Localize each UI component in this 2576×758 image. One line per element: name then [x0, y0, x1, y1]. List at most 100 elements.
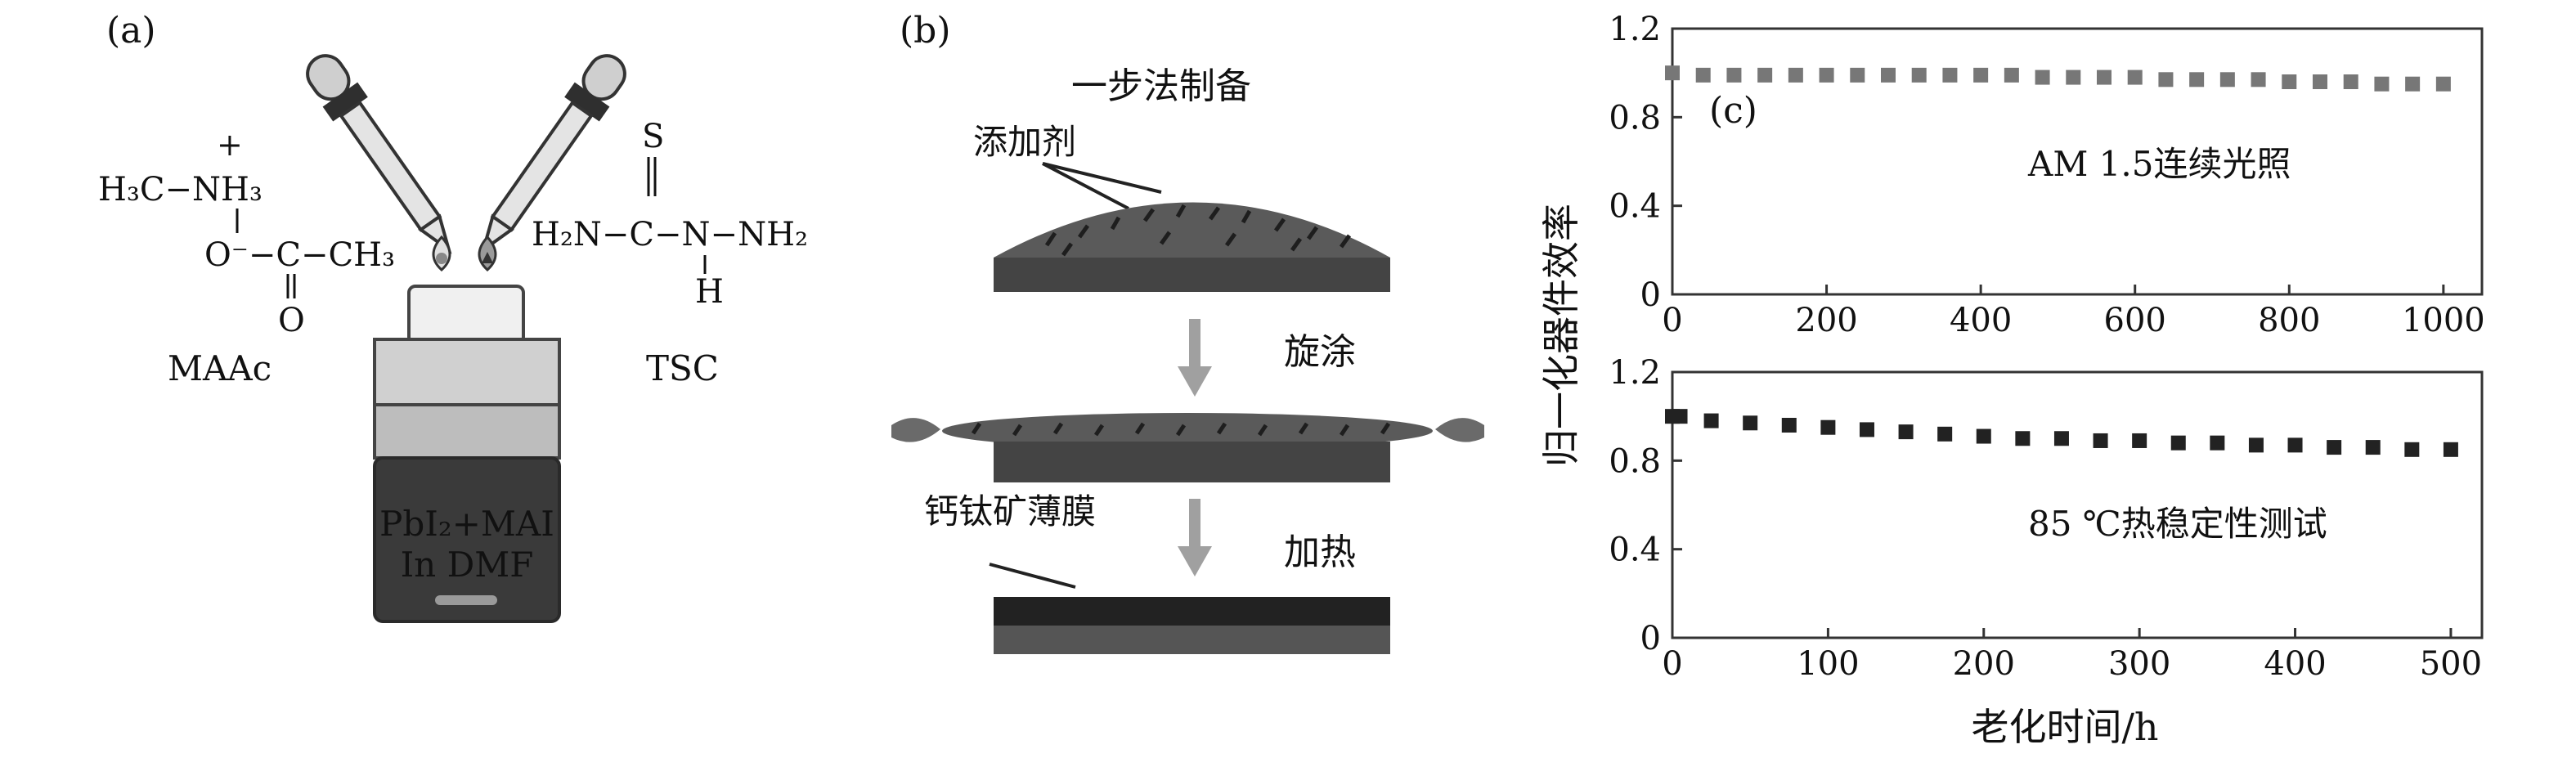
data-point: [2287, 437, 2303, 453]
panel-a-label: (a): [106, 10, 156, 52]
maac-plus: +: [217, 127, 243, 163]
data-point: [1819, 67, 1834, 83]
data-point: [1781, 418, 1797, 433]
y-tick-label: 0: [1640, 276, 1661, 314]
maac-line3: O: [278, 302, 305, 339]
data-point: [2097, 70, 2112, 85]
data-point: [2313, 74, 2327, 89]
data-point: [1859, 422, 1874, 437]
data-point: [2251, 72, 2266, 87]
data-point: [1820, 419, 1836, 435]
data-point: [2343, 74, 2358, 89]
bottle-solution-line1: PbI₂+MAI: [379, 504, 554, 544]
maac-structure: + H₃C−NH₃ O⁻−C−CH₃ O MAAc: [98, 127, 395, 388]
data-point: [2170, 435, 2186, 451]
dropper-left-icon: [306, 54, 452, 254]
tsc-h: H: [695, 273, 724, 311]
x-tick-label: 200: [1795, 302, 1857, 339]
plot-frame-top: [1671, 27, 2484, 296]
data-point: [2210, 435, 2225, 451]
tsc-line: H₂N−C−N−NH₂: [532, 216, 808, 253]
maac-line2: O⁻−C−CH₃: [204, 236, 395, 274]
step-spin-coating: 旋涂: [1284, 331, 1356, 373]
panel-c-label: (c): [1709, 90, 1757, 132]
x-tick-label: 100: [1797, 645, 1859, 683]
x-axis-label: 老化时间/h: [1971, 705, 2158, 749]
data-point: [2053, 431, 2069, 446]
data-point: [2282, 74, 2297, 89]
data-point: [2004, 67, 2019, 83]
panel-b-title: 一步法制备: [1071, 65, 1251, 107]
data-point: [2127, 70, 2143, 85]
panel-c: (c) 归一化器件效率 老化时间/h AM 1.5连续光照 0 200 400 600…: [1539, 11, 2485, 749]
bottle-solution-line2: In DMF: [401, 545, 534, 585]
data-point: [2443, 442, 2458, 457]
data-point: [1973, 67, 1989, 83]
x-tick-label: 200: [1953, 645, 2015, 683]
data-point: [2093, 433, 2108, 448]
data-point: [1911, 67, 1927, 83]
x-tick-label: 400: [2264, 645, 2326, 683]
plot-frame-bottom: [1671, 370, 2484, 639]
reagent-bottle: PbI₂+MAI In DMF: [373, 285, 561, 623]
maac-name: MAAc: [168, 348, 272, 388]
perovskite-film-label: 钙钛矿薄膜: [924, 491, 1096, 531]
x-tick-label: 500: [2420, 645, 2482, 683]
x-tick-label: 1000: [2402, 302, 2485, 339]
data-point: [2132, 433, 2147, 448]
arrow-down-icon: [1178, 499, 1212, 576]
y-tick-label: 0.8: [1609, 442, 1661, 480]
data-point: [2374, 76, 2390, 92]
data-point: [1665, 65, 1680, 81]
data-point: [1703, 413, 1719, 428]
tsc-s: S: [642, 118, 664, 155]
data-point: [2035, 70, 2050, 85]
y-tick-label: 1.2: [1609, 11, 1661, 48]
data-point: [2404, 442, 2420, 457]
data-point: [2435, 76, 2451, 92]
annotation-top: AM 1.5连续光照: [2027, 144, 2291, 184]
data-point: [2365, 440, 2381, 455]
data-point: [2189, 72, 2205, 87]
arrow-down-icon: [1178, 319, 1212, 397]
data-point: [1937, 426, 1953, 442]
data-point: [1672, 409, 1688, 424]
data-point: [1942, 67, 1958, 83]
x-tick-label: 600: [2104, 302, 2166, 339]
perovskite-film-final: [994, 597, 1390, 654]
annotation-bottom: 85 ℃热稳定性测试: [2028, 504, 2327, 544]
y-tick-label: 0.8: [1609, 99, 1661, 137]
y-tick-label: 1.2: [1609, 354, 1661, 392]
precursor-film-dome: [994, 202, 1390, 292]
data-point: [1757, 67, 1773, 83]
additive-label: 添加剂: [973, 122, 1076, 162]
data-point: [1898, 424, 1914, 440]
x-tick-label: 300: [2108, 645, 2170, 683]
panel-b: (b) 一步法制备 添加剂 旋涂: [891, 10, 1484, 654]
x-tick-label: 400: [1950, 302, 2012, 339]
data-point: [1695, 67, 1711, 83]
data-point: [2015, 431, 2031, 446]
data-point: [2219, 72, 2235, 87]
tsc-structure: S H₂N−C−N−NH₂ H TSC: [532, 118, 808, 388]
y-tick-label: 0.4: [1609, 188, 1661, 226]
step-heating: 加热: [1284, 531, 1356, 573]
data-point: [2158, 72, 2174, 87]
maac-line1: H₃C−NH₃: [98, 171, 263, 209]
y-tick-label: 0: [1640, 620, 1661, 657]
tsc-name: TSC: [646, 348, 719, 388]
x-tick-label: 0: [1662, 645, 1682, 683]
drop-left-icon: [432, 235, 451, 272]
data-point: [2327, 440, 2342, 455]
data-point: [1881, 67, 1896, 83]
data-point: [1976, 428, 1991, 444]
data-point: [1743, 415, 1758, 431]
y-axis-label: 归一化器件效率: [1539, 204, 1583, 467]
panel-b-label: (b): [900, 10, 951, 52]
x-tick-label: 800: [2258, 302, 2320, 339]
spin-coated-film: [891, 413, 1484, 482]
panel-a: (a): [98, 10, 808, 623]
